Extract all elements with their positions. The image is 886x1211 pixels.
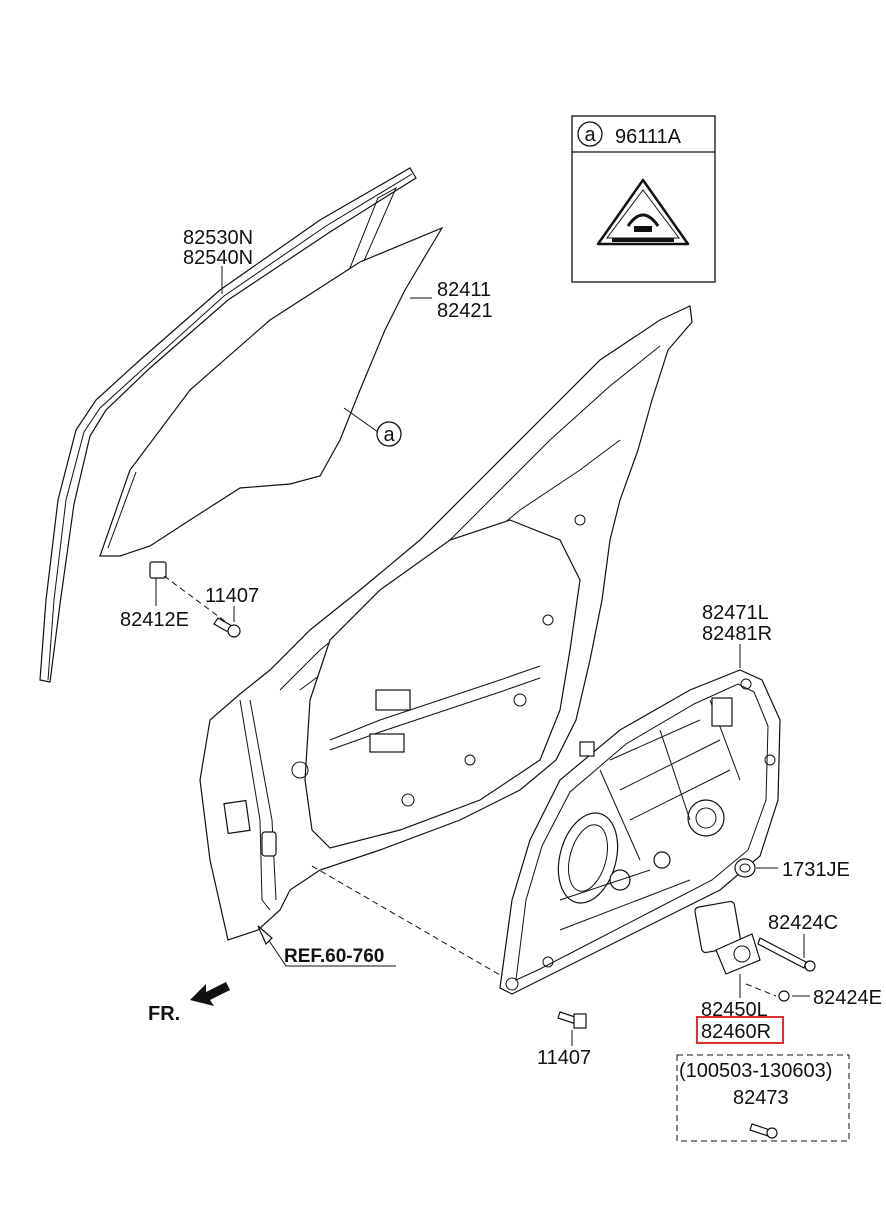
callout-a-circle <box>376 421 402 447</box>
ref-label: REF.60-760 <box>284 946 384 967</box>
label-82412E: 82412E <box>120 609 189 631</box>
ref-leader <box>261 929 396 967</box>
label-11407-upper: 11407 <box>205 585 259 607</box>
label-1731JE: 1731JE <box>782 859 850 881</box>
label-82471L: 82471L <box>702 602 769 624</box>
module-panel-drawing <box>499 669 781 995</box>
label-82460R: 82460R <box>701 1021 771 1043</box>
label-82481R: 82481R <box>702 623 772 645</box>
front-indicator: FR. <box>148 982 230 1025</box>
label-82473: 82473 <box>733 1087 789 1109</box>
label-82450L: 82450L <box>701 999 768 1021</box>
callout-a-leader <box>343 407 379 433</box>
label-82424C: 82424C <box>768 912 838 934</box>
screw-c-icon <box>757 937 816 972</box>
door-panel-drawing <box>199 305 693 941</box>
panel-leader <box>311 865 513 983</box>
label-82424E: 82424E <box>813 987 882 1009</box>
ref-arrow-icon <box>257 925 273 946</box>
inset-callout-a: a <box>584 124 596 146</box>
lower-bolt-icon <box>557 1011 587 1029</box>
label-82421: 82421 <box>437 300 493 322</box>
window-motor-drawing <box>694 900 761 975</box>
glass-clip-drawing <box>149 561 241 638</box>
door-glass-drawing <box>99 226 444 557</box>
front-arrow-icon <box>190 982 230 1006</box>
label-82411: 82411 <box>437 279 491 301</box>
label-82530N: 82530N <box>183 227 253 249</box>
label-82540N: 82540N <box>183 247 253 269</box>
highlight-box-82460R <box>696 1016 784 1044</box>
date-range-bolt-icon <box>749 1123 778 1139</box>
upper-bolt-icon <box>213 617 241 638</box>
callout-a-label: a <box>383 424 395 446</box>
label-inset-box: a 96111A <box>571 115 716 283</box>
inset-part-number: 96111A <box>615 126 682 148</box>
label-11407-lower: 11407 <box>537 1047 591 1069</box>
warning-label-icon <box>596 178 690 246</box>
date-range-label: (100503-130603) <box>679 1060 832 1082</box>
screw-e-icon <box>745 983 790 1002</box>
date-range-box: (100503-130603) 82473 <box>676 1054 850 1142</box>
grommet-drawing <box>734 858 756 878</box>
front-label: FR. <box>148 1003 180 1025</box>
